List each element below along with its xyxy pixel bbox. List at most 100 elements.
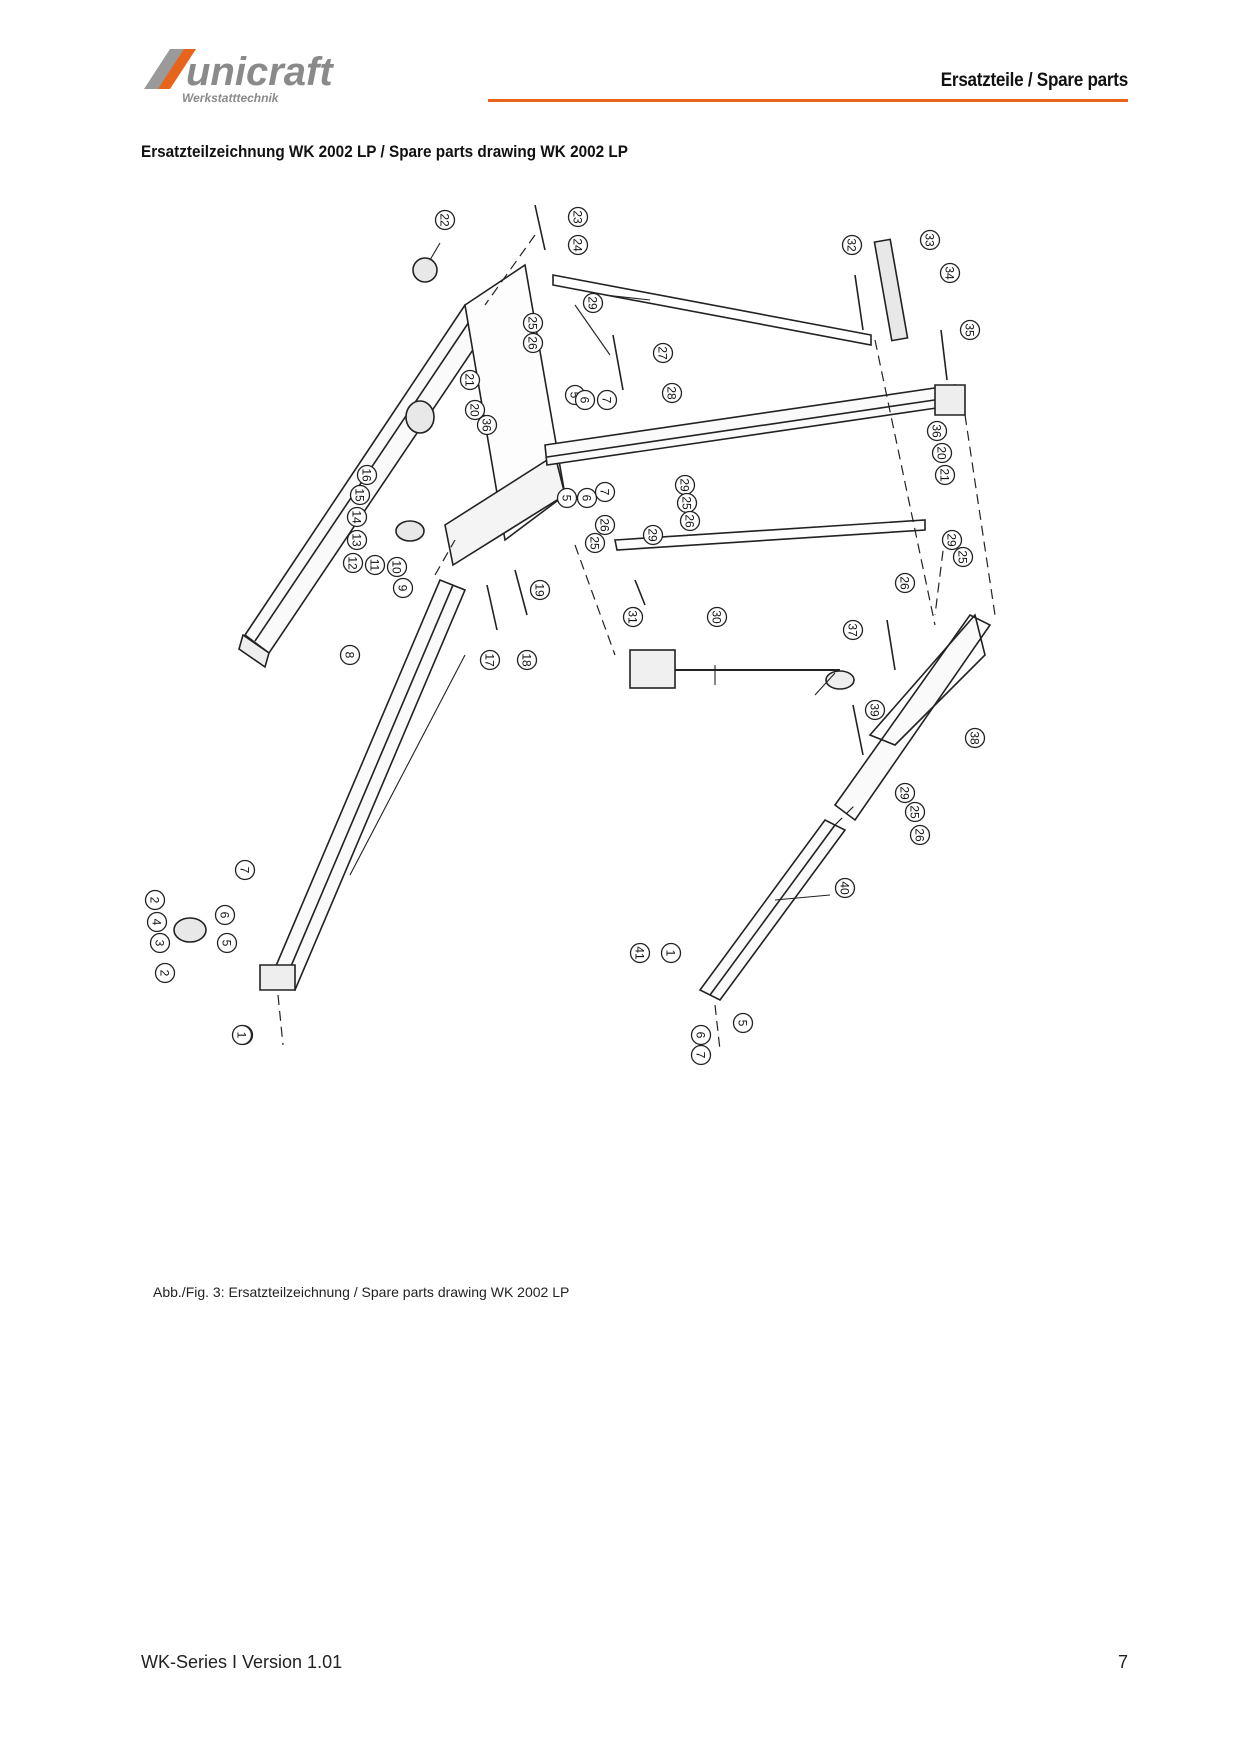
callout-5-5: 5 xyxy=(556,487,578,509)
callout-16: 16 xyxy=(356,464,378,486)
callout-30: 30 xyxy=(706,606,728,628)
svg-text:20: 20 xyxy=(935,446,949,460)
callout-2-1: 2 xyxy=(154,962,176,984)
svg-text:8: 8 xyxy=(343,652,357,659)
svg-text:1: 1 xyxy=(235,1032,249,1039)
svg-text:7: 7 xyxy=(238,867,252,874)
callout-5: 5 xyxy=(216,932,238,954)
svg-text:26: 26 xyxy=(683,514,697,528)
callout-25-9: 25 xyxy=(676,492,698,514)
svg-text:24: 24 xyxy=(571,238,585,252)
brand-tagline: Werkstatttechnik xyxy=(182,91,280,105)
callout-25-21: 25 xyxy=(904,801,926,823)
callout-35: 35 xyxy=(959,319,981,341)
svg-text:25: 25 xyxy=(588,536,602,550)
callout-13: 13 xyxy=(346,529,368,551)
svg-text:32: 32 xyxy=(845,238,859,252)
svg-text:23: 23 xyxy=(571,210,585,224)
svg-text:15: 15 xyxy=(353,488,367,502)
callout-38: 38 xyxy=(964,727,986,749)
svg-text:26: 26 xyxy=(526,336,540,350)
figure-caption: Abb./Fig. 3: Ersatzteilzeichnung / Spare… xyxy=(153,1284,570,1300)
callout-28: 28 xyxy=(661,382,683,404)
svg-text:18: 18 xyxy=(520,653,534,667)
svg-text:26: 26 xyxy=(913,828,927,842)
callout-19: 19 xyxy=(529,579,551,601)
callout-25-18: 25 xyxy=(952,546,974,568)
callout-6-6: 6 xyxy=(576,487,598,509)
svg-text:6: 6 xyxy=(580,495,594,502)
callout-32: 32 xyxy=(841,234,863,256)
svg-text:6: 6 xyxy=(218,912,232,919)
callout-4: 4 xyxy=(146,911,168,933)
brand-name: unicraft xyxy=(186,50,334,94)
svg-text:30: 30 xyxy=(710,610,724,624)
callout-12: 12 xyxy=(342,552,364,574)
callout-20-15: 20 xyxy=(931,442,953,464)
callout-6: 6 xyxy=(214,904,236,926)
footer-page-number: 7 xyxy=(1117,1652,1128,1672)
svg-text:5: 5 xyxy=(560,495,574,502)
svg-text:13: 13 xyxy=(350,533,364,547)
callout-29-17: 29 xyxy=(941,529,963,551)
svg-text:1: 1 xyxy=(664,950,678,957)
svg-text:7: 7 xyxy=(598,489,612,496)
callout-17: 17 xyxy=(479,649,501,671)
svg-text:12: 12 xyxy=(346,556,360,570)
svg-text:2: 2 xyxy=(148,897,162,904)
brand-logo: unicraft Werkstatttechnik xyxy=(140,45,380,107)
spare-parts-drawing: 1234567891011121314151617181920212223242… xyxy=(135,195,1125,1210)
svg-text:41: 41 xyxy=(633,946,647,960)
svg-text:29: 29 xyxy=(678,478,692,492)
svg-text:22: 22 xyxy=(438,213,452,227)
svg-text:6: 6 xyxy=(578,397,592,404)
callout-18: 18 xyxy=(516,649,538,671)
svg-text:29: 29 xyxy=(646,528,660,542)
callout-20: 20 xyxy=(464,399,486,421)
header-section-label: Ersatzteile / Spare parts xyxy=(940,70,1128,91)
callout-21: 21 xyxy=(459,369,481,391)
callout-1-0: 1 xyxy=(231,1024,253,1046)
svg-text:21: 21 xyxy=(938,468,952,482)
svg-text:27: 27 xyxy=(656,346,670,360)
callout-22: 22 xyxy=(434,209,456,231)
svg-text:38: 38 xyxy=(968,731,982,745)
callout-14: 14 xyxy=(346,506,368,528)
svg-text:3: 3 xyxy=(153,940,167,947)
svg-text:16: 16 xyxy=(360,468,374,482)
svg-text:36: 36 xyxy=(480,418,494,432)
svg-text:25: 25 xyxy=(908,805,922,819)
svg-text:21: 21 xyxy=(463,373,477,387)
callout-7: 7 xyxy=(234,859,256,881)
callout-39: 39 xyxy=(864,699,886,721)
svg-text:31: 31 xyxy=(626,610,640,624)
svg-text:9: 9 xyxy=(396,585,410,592)
svg-text:35: 35 xyxy=(963,323,977,337)
callout-8: 8 xyxy=(339,644,361,666)
svg-text:28: 28 xyxy=(665,386,679,400)
svg-text:5: 5 xyxy=(568,392,582,399)
svg-text:6: 6 xyxy=(694,1032,708,1039)
svg-text:37: 37 xyxy=(846,623,860,637)
svg-text:2: 2 xyxy=(158,970,172,977)
callout-29: 29 xyxy=(582,292,604,314)
svg-text:40: 40 xyxy=(838,881,852,895)
logo-accent-icon xyxy=(158,49,196,89)
callout-37: 37 xyxy=(842,619,864,641)
callout-34: 34 xyxy=(939,262,961,284)
logo-mark-icon xyxy=(144,49,186,89)
callout-3: 3 xyxy=(149,932,171,954)
callout-29-8: 29 xyxy=(674,474,696,496)
svg-text:25: 25 xyxy=(680,496,694,510)
callout-25: 25 xyxy=(522,312,544,334)
callout-29-20: 29 xyxy=(894,782,916,804)
callout-21-16: 21 xyxy=(934,464,956,486)
callout-2: 2 xyxy=(144,889,166,911)
callout-36-14: 36 xyxy=(926,420,948,442)
callout-26-10: 26 xyxy=(679,510,701,532)
callout-24: 24 xyxy=(567,234,589,256)
svg-text:10: 10 xyxy=(390,560,404,574)
callout-9: 9 xyxy=(392,577,414,599)
svg-text:25: 25 xyxy=(956,550,970,564)
svg-text:14: 14 xyxy=(350,510,364,524)
